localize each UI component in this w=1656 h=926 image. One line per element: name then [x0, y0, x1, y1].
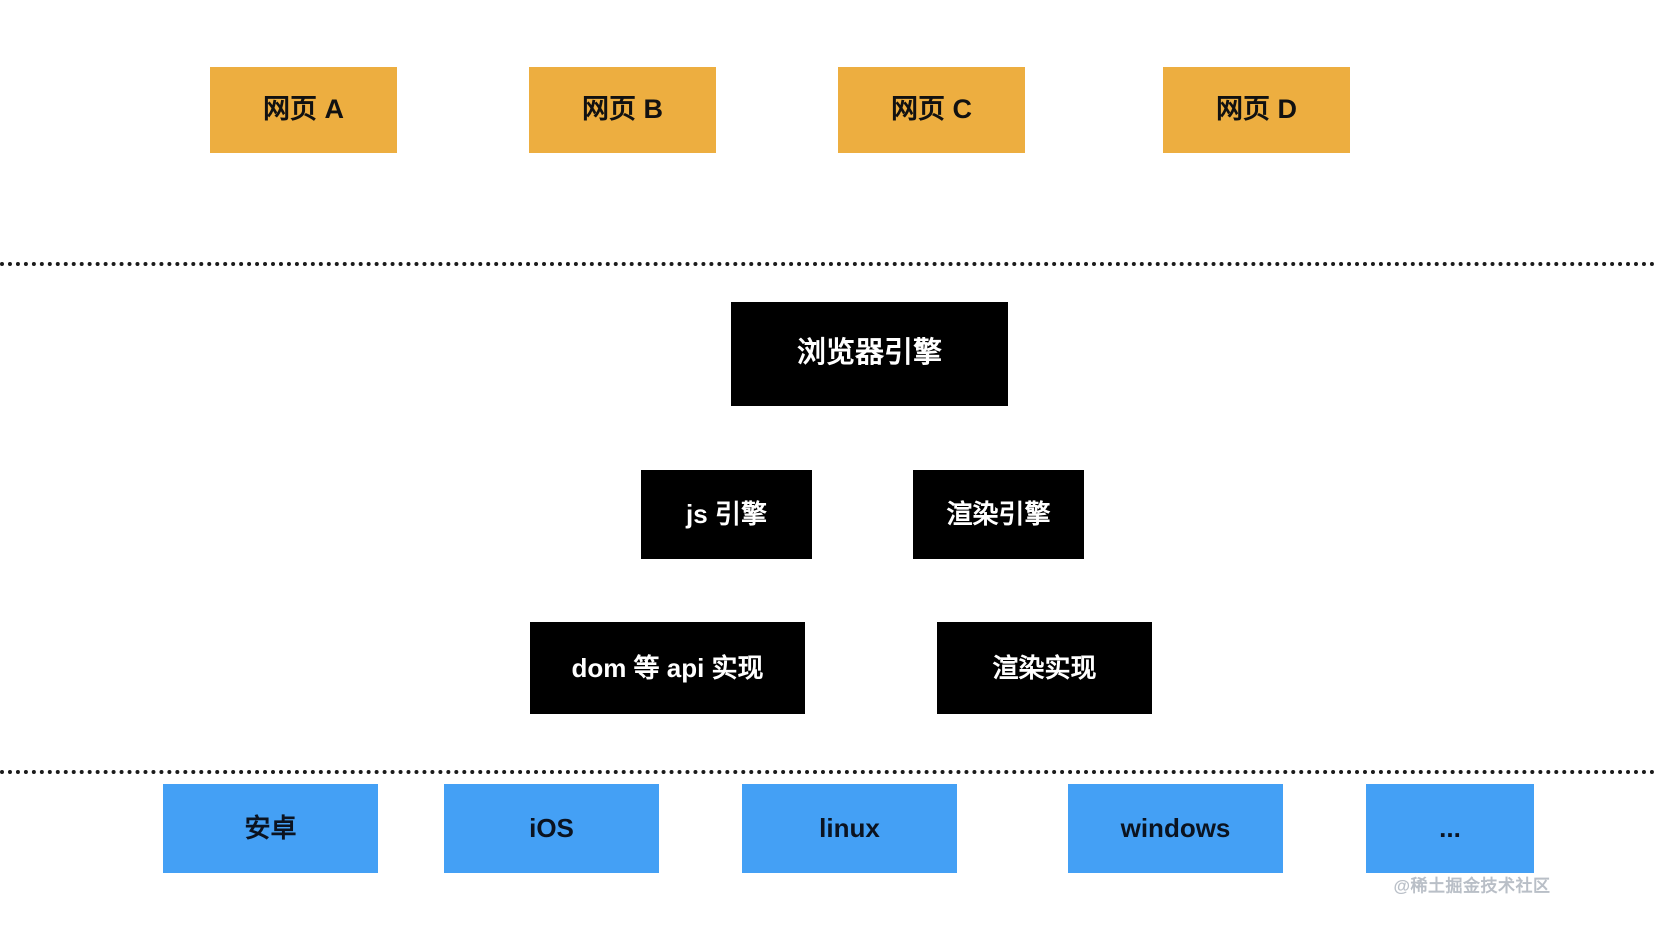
render-impl-box: 渲染实现 [937, 622, 1152, 714]
browser-engine-box: 浏览器引擎 [731, 302, 1008, 406]
os-box-more: ... [1366, 784, 1534, 873]
watermark: @稀土掘金技术社区 [1393, 876, 1551, 896]
os-box-windows-label: windows [1120, 813, 1231, 844]
render-engine-label: 渲染引擎 [946, 499, 1051, 530]
os-box-ios: iOS [444, 784, 659, 873]
browser-engine-label: 浏览器引擎 [796, 337, 942, 370]
js-engine-label: js 引擎 [686, 499, 767, 530]
divider-pages-engine [0, 262, 1656, 266]
dom-api-impl-label: dom 等 api 实现 [571, 652, 764, 683]
render-impl-label: 渲染实现 [992, 652, 1097, 683]
js-engine-box: js 引擎 [641, 470, 812, 559]
page-box-a-label: 网页 A [263, 94, 344, 125]
dom-api-impl-box: dom 等 api 实现 [530, 622, 805, 714]
divider-engine-os [0, 770, 1656, 774]
page-box-b: 网页 B [529, 67, 716, 153]
os-box-windows: windows [1068, 784, 1283, 873]
page-box-a: 网页 A [210, 67, 397, 153]
os-box-android-label: 安卓 [244, 813, 297, 844]
page-box-c: 网页 C [838, 67, 1025, 153]
render-engine-box: 渲染引擎 [913, 470, 1084, 559]
page-box-d-label: 网页 D [1216, 94, 1297, 125]
os-box-ios-label: iOS [529, 813, 574, 844]
page-box-b-label: 网页 B [582, 94, 663, 125]
os-box-linux-label: linux [819, 813, 880, 844]
os-box-android: 安卓 [163, 784, 378, 873]
page-box-d: 网页 D [1163, 67, 1350, 153]
os-box-linux: linux [742, 784, 957, 873]
page-box-c-label: 网页 C [891, 94, 972, 125]
os-box-more-label: ... [1439, 813, 1461, 844]
